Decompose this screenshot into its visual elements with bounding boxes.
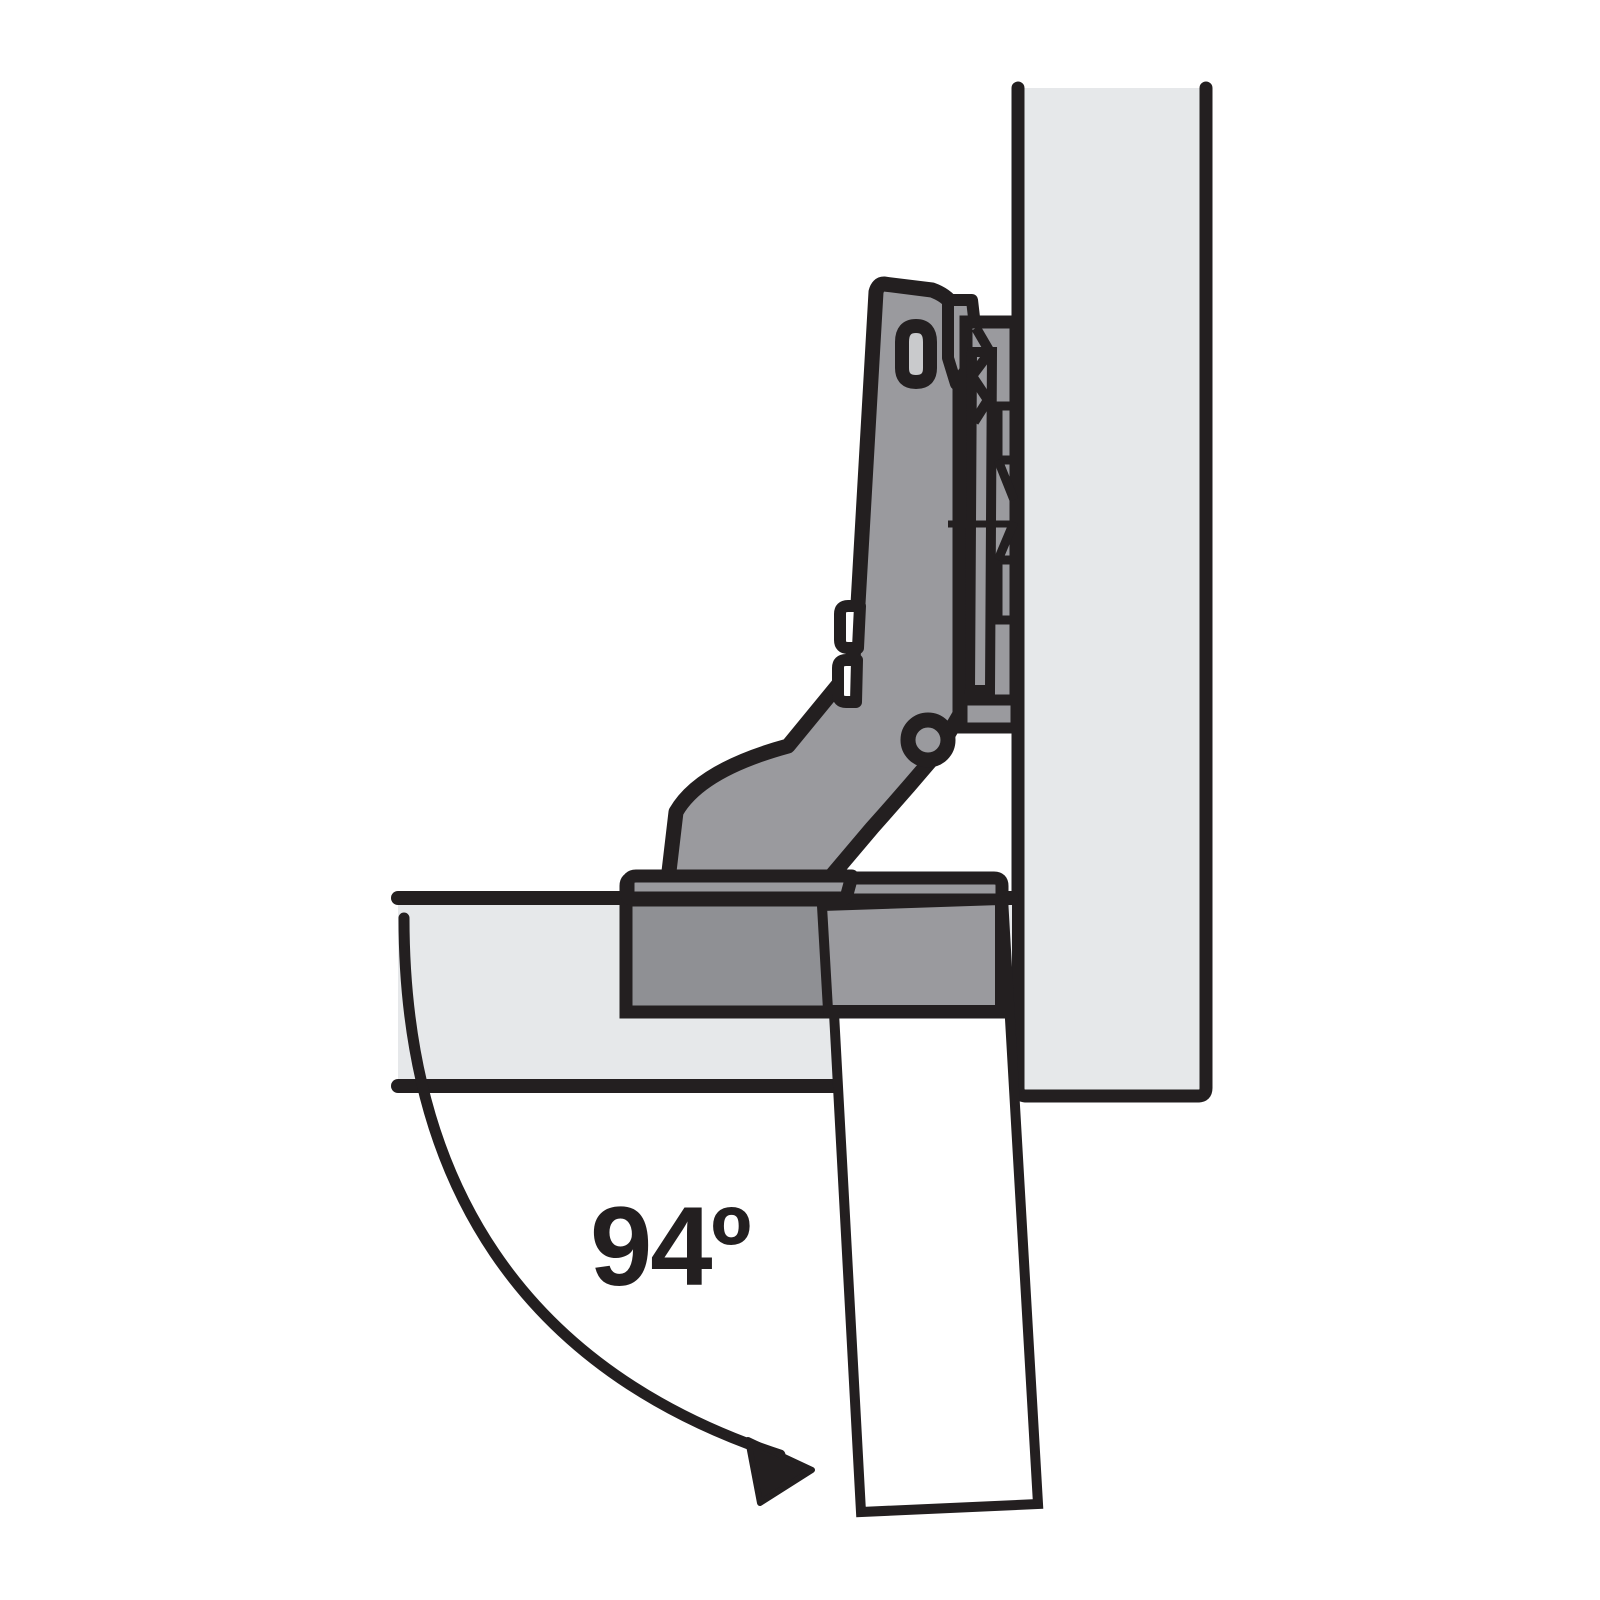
plate-screw-hole-upper	[993, 401, 1019, 465]
hinge-arm	[621, 276, 984, 905]
adjustment-notch-lower	[832, 654, 863, 708]
angle-label: 94º	[590, 1184, 750, 1309]
plate-bottom-tab	[956, 694, 1022, 734]
swing-arc	[398, 912, 815, 1506]
plate-flute-lower	[993, 520, 1019, 562]
plate-flute-upper	[993, 458, 1019, 502]
adjustment-notch-upper	[834, 600, 866, 654]
mounting-plate	[948, 315, 1023, 734]
plate-screw-hole-lower	[993, 555, 1019, 625]
arm-top-slot	[895, 319, 937, 389]
arc-arrow-head	[745, 1437, 815, 1506]
pivot-hole	[900, 712, 956, 768]
hinge-spring	[967, 325, 995, 425]
arm-foot	[621, 869, 859, 905]
hinge-cup-rotated-outline	[816, 894, 1005, 1015]
cabinet-side-panel	[1011, 81, 1213, 1103]
